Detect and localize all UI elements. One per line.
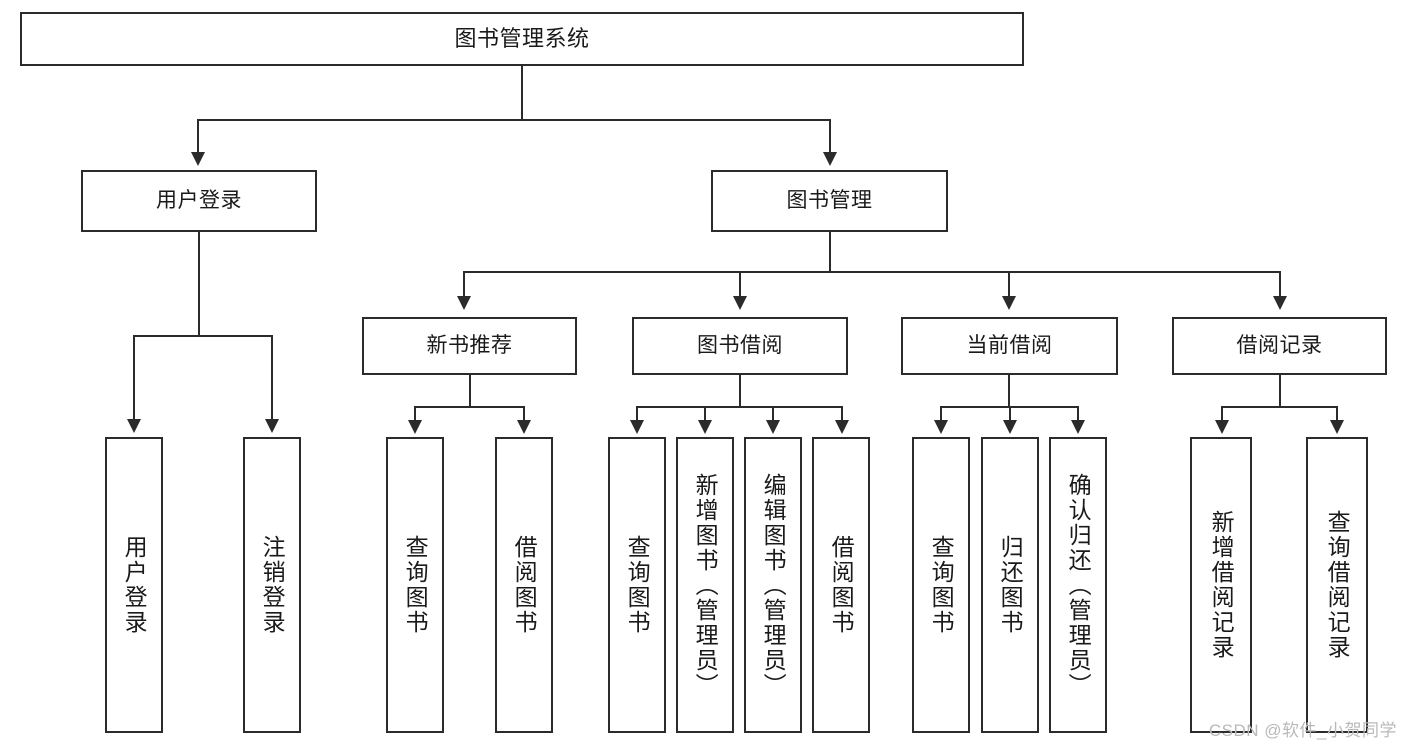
arrowhead-leaf-query-book-1 bbox=[408, 420, 422, 434]
connector-book-borrow-leaf3 bbox=[772, 406, 774, 422]
connector-borrow-records-leaf1 bbox=[1221, 406, 1223, 422]
connector-new-book-bus bbox=[414, 406, 525, 408]
connector-current-borrow-leaf1 bbox=[940, 406, 942, 422]
connector-to-borrow-records bbox=[1279, 271, 1281, 299]
connector-user-login-bus bbox=[133, 335, 273, 337]
leaf-confirm-return-admin[interactable]: 确认归还（管理员） bbox=[1049, 437, 1107, 733]
connector-borrow-records-leaf2 bbox=[1336, 406, 1338, 422]
leaf-add-book-admin[interactable]: 新增图书（管理员） bbox=[676, 437, 734, 733]
connector-new-book-leaf1 bbox=[414, 406, 416, 422]
arrowhead-leaf-query-book-2 bbox=[630, 420, 644, 434]
node-label: 新增借阅记录 bbox=[1208, 510, 1235, 660]
arrowhead-leaf-edit-book bbox=[766, 420, 780, 434]
arrowhead-leaf-query-record bbox=[1330, 420, 1344, 434]
node-label: 图书借阅 bbox=[697, 333, 783, 357]
connector-borrow-records-bus bbox=[1221, 406, 1338, 408]
arrowhead-current-borrow bbox=[1002, 296, 1016, 310]
leaf-logout-login[interactable]: 注销登录 bbox=[243, 437, 301, 733]
leaf-query-book-borrow[interactable]: 查询图书 bbox=[608, 437, 666, 733]
node-label: 用户登录 bbox=[121, 535, 148, 635]
connector-level3-bus bbox=[463, 271, 1280, 273]
arrowhead-book-manage bbox=[823, 152, 837, 166]
node-label: 借阅图书 bbox=[511, 535, 538, 635]
node-label: 查询图书 bbox=[928, 535, 955, 635]
leaf-edit-book-admin[interactable]: 编辑图书（管理员） bbox=[744, 437, 802, 733]
connector-to-book-manage bbox=[829, 119, 831, 155]
connector-to-user-login bbox=[197, 119, 199, 155]
connector-root-bus bbox=[197, 119, 830, 121]
leaf-borrow-book-borrow[interactable]: 借阅图书 bbox=[812, 437, 870, 733]
leaf-user-login[interactable]: 用户登录 bbox=[105, 437, 163, 733]
arrowhead-leaf-add-record bbox=[1215, 420, 1229, 434]
arrowhead-user-login bbox=[191, 152, 205, 166]
node-label: 新增图书（管理员） bbox=[692, 472, 719, 698]
leaf-return-book[interactable]: 归还图书 bbox=[981, 437, 1039, 733]
arrowhead-leaf-borrow-book-2 bbox=[835, 420, 849, 434]
leaf-query-borrow-record[interactable]: 查询借阅记录 bbox=[1306, 437, 1368, 733]
arrowhead-book-borrow bbox=[733, 296, 747, 310]
leaf-query-book-current[interactable]: 查询图书 bbox=[912, 437, 970, 733]
leaf-query-book-recommend[interactable]: 查询图书 bbox=[386, 437, 444, 733]
connector-book-borrow-leaf2 bbox=[704, 406, 706, 422]
leaf-borrow-book-recommend[interactable]: 借阅图书 bbox=[495, 437, 553, 733]
connector-current-borrow-leaf3 bbox=[1077, 406, 1079, 422]
node-label: 用户登录 bbox=[156, 188, 242, 212]
node-label: 查询借阅记录 bbox=[1324, 510, 1351, 660]
connector-current-borrow-leaf2 bbox=[1009, 406, 1011, 422]
node-label: 归还图书 bbox=[997, 535, 1024, 635]
node-new-book-recommend[interactable]: 新书推荐 bbox=[362, 317, 577, 375]
connector-to-new-book bbox=[463, 271, 465, 299]
node-book-borrow[interactable]: 图书借阅 bbox=[632, 317, 848, 375]
arrowhead-leaf-add-book bbox=[698, 420, 712, 434]
connector-book-manage-stem bbox=[829, 232, 831, 272]
arrowhead-leaf-borrow-book-1 bbox=[517, 420, 531, 434]
connector-book-borrow-leaf4 bbox=[841, 406, 843, 422]
arrowhead-leaf-logout-login bbox=[265, 419, 279, 433]
node-label: 注销登录 bbox=[259, 535, 286, 635]
arrowhead-new-book bbox=[457, 296, 471, 310]
node-label: 图书管理 bbox=[786, 188, 873, 212]
connector-current-borrow-stem bbox=[1008, 375, 1010, 407]
node-borrow-records[interactable]: 借阅记录 bbox=[1172, 317, 1387, 375]
node-label: 借阅图书 bbox=[828, 535, 855, 635]
arrowhead-leaf-query-book-3 bbox=[934, 420, 948, 434]
connector-to-current-borrow bbox=[1008, 271, 1010, 299]
node-label: 图书管理系统 bbox=[454, 26, 590, 52]
node-root-system[interactable]: 图书管理系统 bbox=[20, 12, 1024, 66]
node-label: 当前借阅 bbox=[966, 333, 1053, 357]
node-label: 确认归还（管理员） bbox=[1065, 472, 1092, 698]
connector-user-login-stem bbox=[198, 232, 200, 336]
connector-new-book-stem bbox=[469, 375, 471, 407]
connector-book-borrow-leaf1 bbox=[636, 406, 638, 422]
node-user-login[interactable]: 用户登录 bbox=[81, 170, 317, 232]
connector-new-book-leaf2 bbox=[523, 406, 525, 422]
node-label: 新书推荐 bbox=[426, 333, 513, 357]
node-label: 查询图书 bbox=[624, 535, 651, 635]
connector-book-borrow-bus bbox=[636, 406, 842, 408]
arrowhead-leaf-confirm-return bbox=[1071, 420, 1085, 434]
node-label: 借阅记录 bbox=[1236, 333, 1323, 357]
connector-borrow-records-stem bbox=[1279, 375, 1281, 407]
csdn-watermark: CSDN @软件_小贺同学 bbox=[1208, 721, 1397, 740]
node-label: 查询图书 bbox=[402, 535, 429, 635]
leaf-add-borrow-record[interactable]: 新增借阅记录 bbox=[1190, 437, 1252, 733]
connector-root-stem bbox=[521, 66, 523, 120]
arrowhead-leaf-return-book bbox=[1003, 420, 1017, 434]
node-book-management[interactable]: 图书管理 bbox=[711, 170, 948, 232]
connector-book-borrow-stem bbox=[739, 375, 741, 407]
arrowhead-leaf-user-login bbox=[127, 419, 141, 433]
node-label: 编辑图书（管理员） bbox=[760, 472, 787, 698]
node-current-borrow[interactable]: 当前借阅 bbox=[901, 317, 1118, 375]
connector-user-login-leaf2 bbox=[271, 335, 273, 421]
connector-user-login-leaf1 bbox=[133, 335, 135, 421]
arrowhead-borrow-records bbox=[1273, 296, 1287, 310]
connector-to-book-borrow bbox=[739, 271, 741, 299]
